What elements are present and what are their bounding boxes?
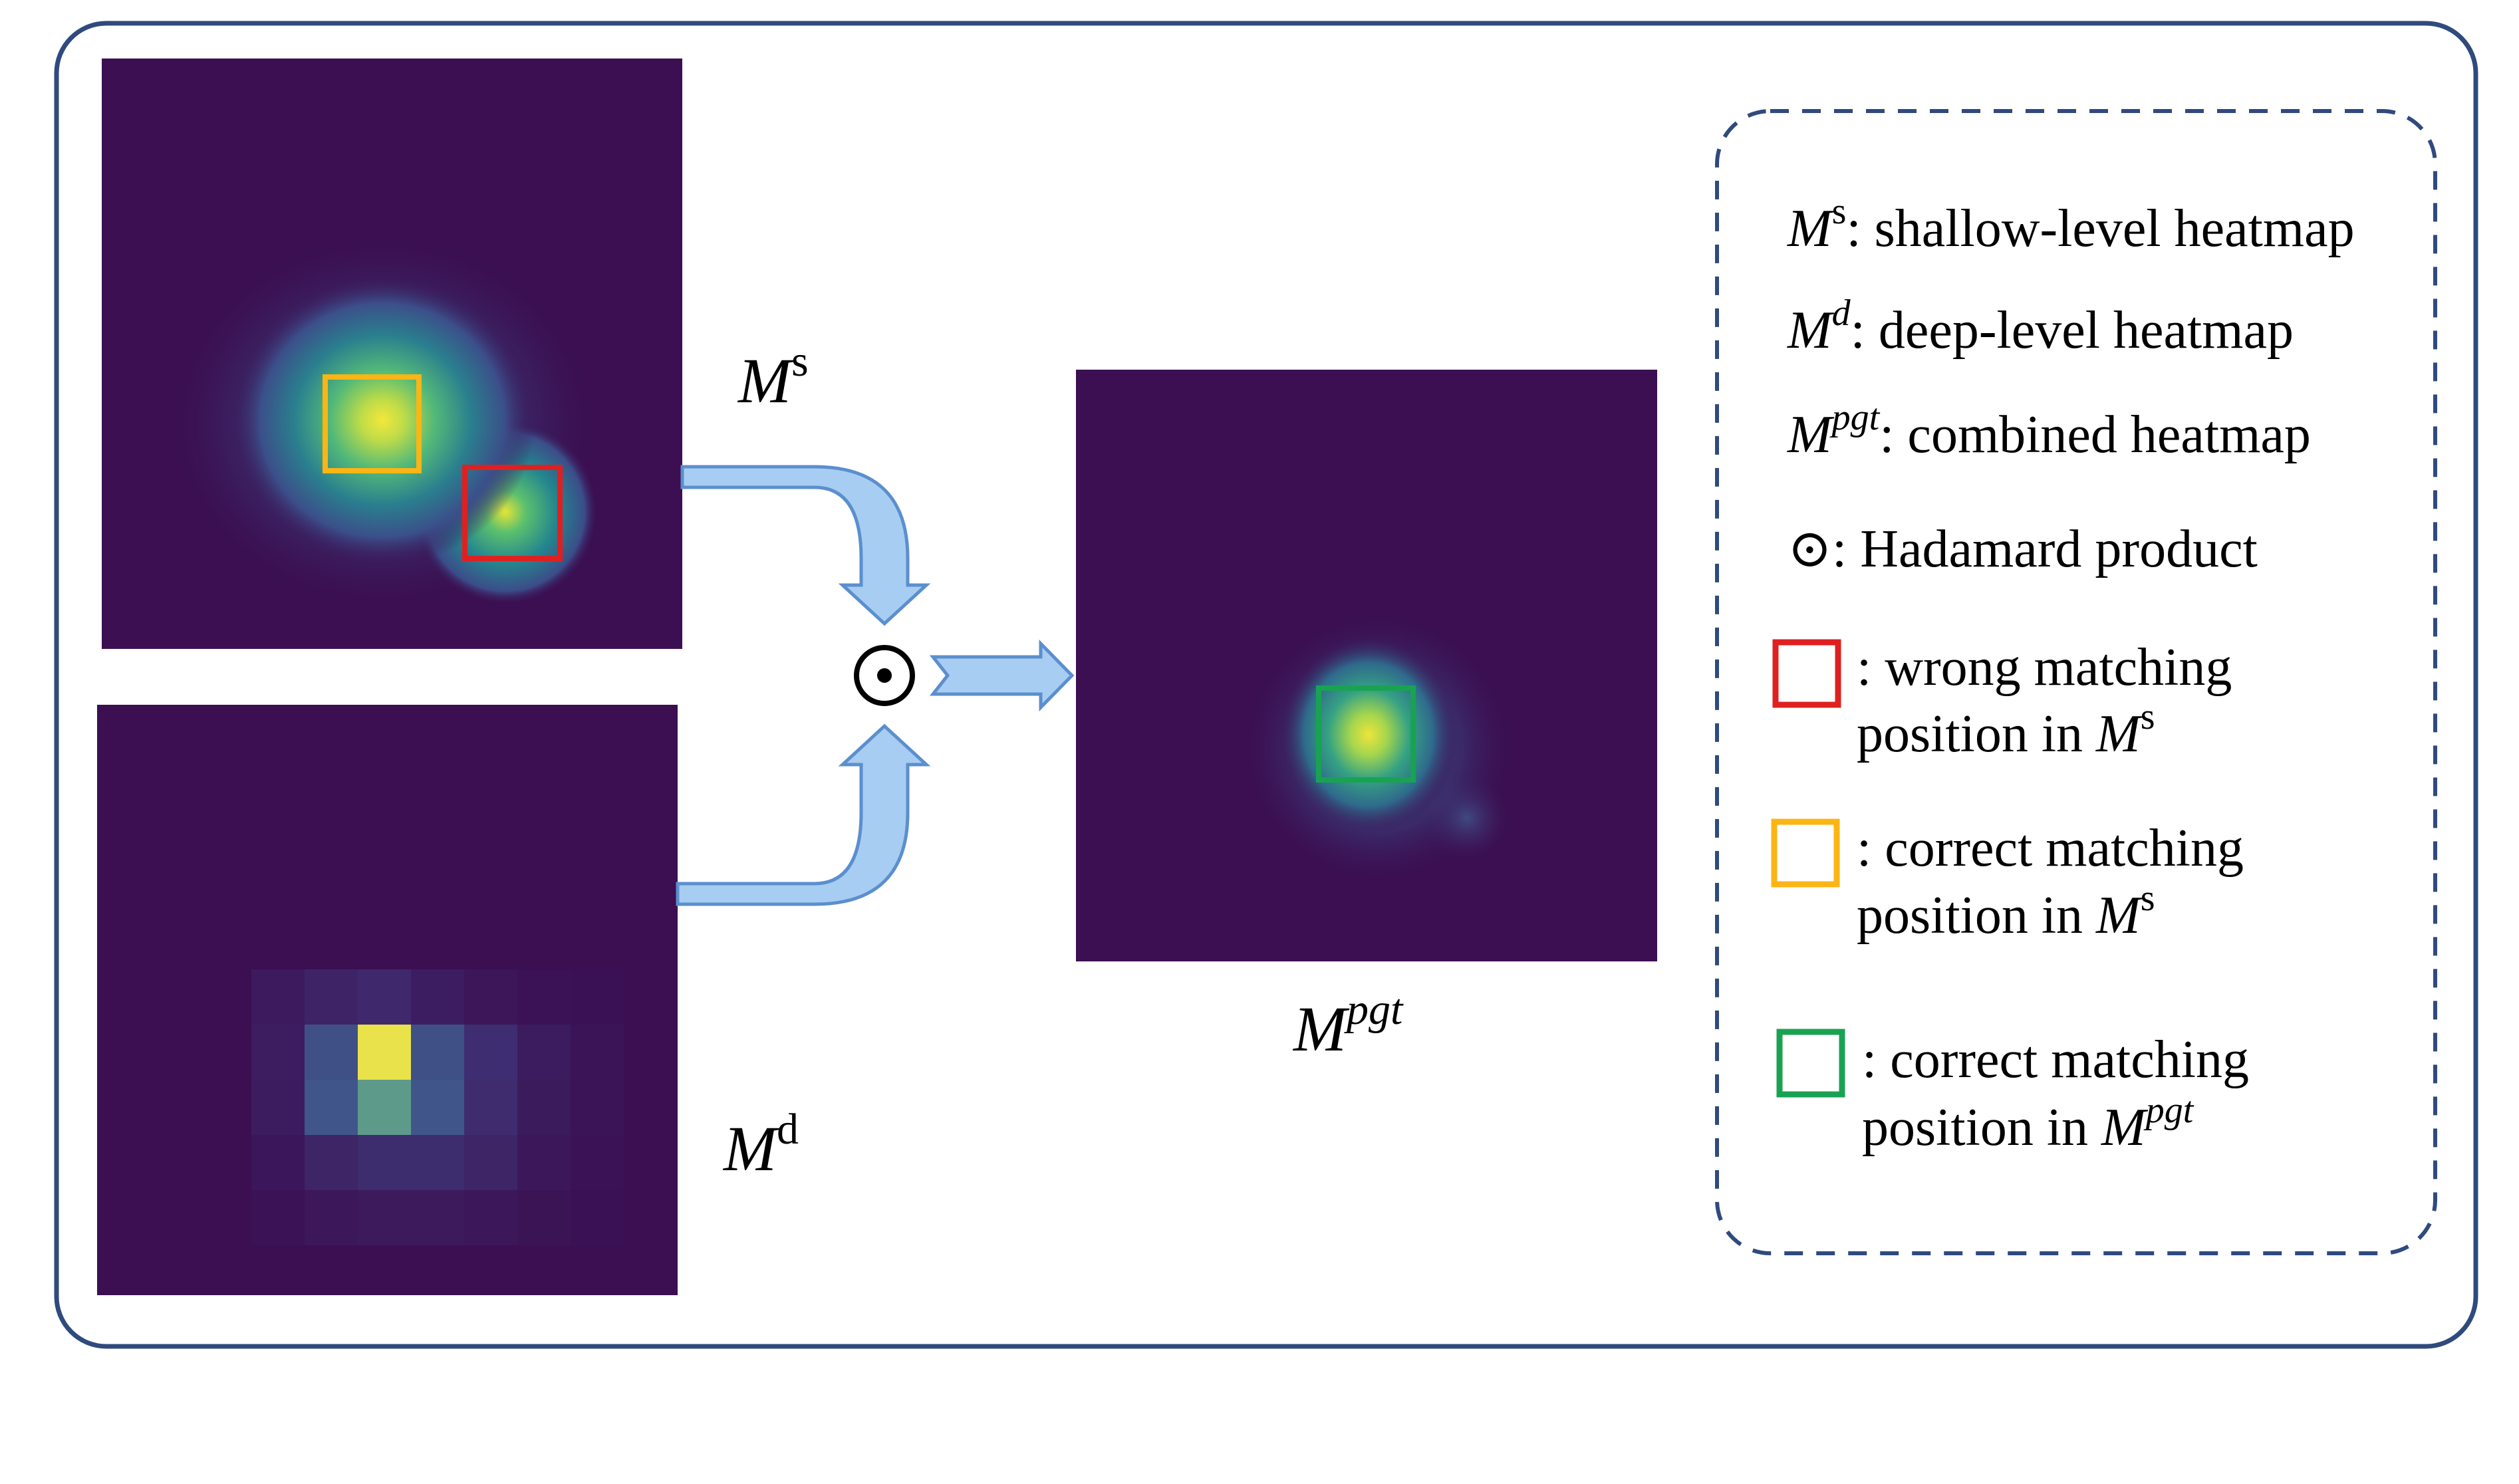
deep-heatmap-cell [305,1135,358,1190]
label-shallow: Ms [737,337,809,416]
deep-heatmap-cell [464,1080,517,1135]
deep-heatmap-cell [411,1135,464,1190]
deep-heatmap-cell [517,1190,571,1245]
legend-swatch-correct-shallow [1771,818,1840,888]
legend-frame [1715,109,2437,1255]
deep-heatmap-cell [358,1080,411,1135]
deep-heatmap-cell [305,1025,358,1080]
deep-heatmap-cell [411,1080,464,1135]
deep-heatmap-cell [411,1025,464,1080]
deep-heatmap-cell [571,1135,624,1190]
deep-heatmap [97,705,678,1295]
arrow-shallow-to-operator [680,465,931,626]
deep-heatmap-cell [411,969,464,1025]
shallow-heatmap [102,59,682,649]
legend-correct-combined-line2: position in Mpgt [1862,1090,2194,1157]
deep-heatmap-cell [358,969,411,1025]
deep-heatmap-cell [305,969,358,1025]
deep-heatmap-cell [411,1190,464,1245]
deep-heatmap-cell [358,1190,411,1245]
deep-heatmap-cell [358,1135,411,1190]
deep-heatmap-cell [251,1080,305,1135]
arrow-deep-to-operator [676,723,931,906]
deep-heatmap-cell [464,1190,517,1245]
hadamard-operator [854,645,915,706]
deep-heatmap-cell [305,1080,358,1135]
deep-heatmap-cell [251,1190,305,1245]
deep-heatmap-cell [251,1135,305,1190]
legend-correct-shallow-line2: position in Ms [1857,878,2155,945]
deep-heatmap-cell [571,969,624,1025]
deep-heatmap-cell [464,1135,517,1190]
correct-matching-box-combined [1316,685,1416,783]
legend-swatch-correct-combined [1776,1029,1845,1098]
legend-swatch-wrong [1772,639,1841,708]
deep-heatmap-cell [517,969,571,1025]
deep-heatmap-cell [251,1025,305,1080]
legend: Ms: shallow-level heatmap Md: deep-level… [1715,109,2437,1255]
deep-heatmap-cell [517,1135,571,1190]
deep-heatmap-cell [517,1080,571,1135]
deep-heatmap-cell [571,1190,624,1245]
legend-correct-combined-line1: : correct matching [1862,1031,2249,1089]
deep-heatmap-cell [358,1025,411,1080]
legend-wrong-line2: position in Ms [1857,696,2155,763]
combined-heatmap [1076,370,1657,961]
wrong-matching-box-shallow [462,465,563,561]
legend-item-deep: Md: deep-level heatmap [1787,293,2294,360]
correct-matching-box-shallow [323,374,422,473]
label-combined: Mpgt [1292,985,1404,1064]
arrow-operator-to-combined [929,639,1075,712]
deep-heatmap-cell [464,1025,517,1080]
legend-item-combined: Mpgt: combined heatmap [1787,397,2311,464]
outer-frame [54,21,2478,1349]
deep-heatmap-cell [464,969,517,1025]
deep-heatmap-cell [571,1025,624,1080]
label-deep: Md [722,1105,799,1184]
legend-item-hadamard: ⊙: Hadamard product [1788,520,2258,578]
deep-heatmap-cell [305,1190,358,1245]
deep-heatmap-cell [517,1025,571,1080]
legend-item-shallow: Ms: shallow-level heatmap [1787,191,2355,258]
deep-heatmap-cell [251,969,305,1025]
deep-heatmap-cell [571,1080,624,1135]
legend-wrong-line1: : wrong matching [1857,638,2232,697]
legend-correct-shallow-line1: : correct matching [1857,819,2244,878]
